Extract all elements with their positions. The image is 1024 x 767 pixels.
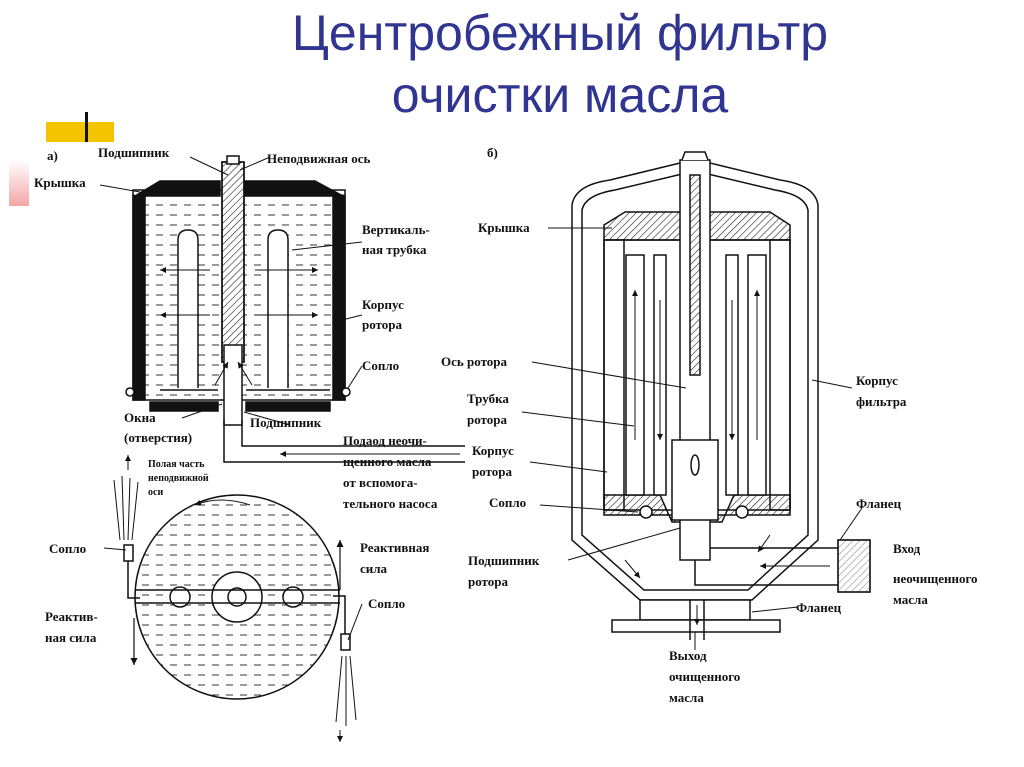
nozzle-a-left xyxy=(125,387,135,397)
label-filter-body-2: фильтра xyxy=(856,394,907,409)
label-reactive-left-1: Реактив- xyxy=(45,609,98,624)
diagram-a xyxy=(113,155,465,742)
label-hollow-1: Полая часть xyxy=(148,459,205,470)
page-title: Центробежный фильтр очистки масла xyxy=(190,2,930,126)
diagram-b xyxy=(571,151,871,640)
label-nozzle-side-a: Сопло xyxy=(362,358,399,373)
nozzle-a-right xyxy=(341,387,351,397)
slide-accent-yellow xyxy=(46,122,114,142)
vertical-tube-right xyxy=(267,229,289,388)
leader-lines xyxy=(99,156,863,650)
label-vertical-tube-1: Вертикаль- xyxy=(362,222,430,237)
label-flange-bottom-b: Фланец xyxy=(796,600,842,615)
label-hollow-3: оси xyxy=(148,487,163,498)
panel-label-b: б) xyxy=(487,145,498,160)
label-hollow-2: неподвижной xyxy=(148,473,209,484)
slide-accent-pink xyxy=(9,160,29,206)
slide-accent-bar xyxy=(85,112,88,142)
label-inlet-2: неочищенного xyxy=(893,571,978,586)
rotor-wall-right xyxy=(332,195,346,401)
label-rotor-bearing-2: ротора xyxy=(468,574,509,589)
label-rotor-axis-b: Ось ротора xyxy=(441,354,508,369)
label-inlet-3: масла xyxy=(893,592,928,607)
label-bearing-bottom-a: Подшипник xyxy=(250,415,322,430)
label-rotor-body-b-2: ротора xyxy=(472,464,513,479)
label-supply-1: Подаод неочи- xyxy=(343,433,427,448)
label-outlet-1: Выход xyxy=(669,648,707,663)
label-rotor-body-a-1: Корпус xyxy=(362,297,404,312)
label-filter-body-1: Корпус xyxy=(856,373,898,388)
label-fixed-axis-a: Неподвижная ось xyxy=(267,151,371,166)
label-reactive-left-2: ная сила xyxy=(45,630,97,645)
label-rotor-body-b-1: Корпус xyxy=(472,443,514,458)
label-inlet-1: Вход xyxy=(893,541,921,556)
hollow-axis-a xyxy=(223,344,243,426)
nozzle-disk-right xyxy=(340,633,351,651)
rotor-base-right xyxy=(245,401,331,412)
label-windows-2: (отверстия) xyxy=(124,430,192,445)
label-nozzle-left-a: Сопло xyxy=(49,541,86,556)
label-flange-top-b: Фланец xyxy=(856,496,902,511)
label-cover-b: Крышка xyxy=(478,220,530,235)
label-bearing-top-a: Подшипник xyxy=(98,145,170,160)
label-windows-1: Окна xyxy=(124,410,156,425)
nozzle-disk-left xyxy=(123,544,134,562)
label-reactive-right-2: сила xyxy=(360,561,388,576)
label-nozzle-right-a: Сопло xyxy=(368,596,405,611)
label-nozzle-b: Сопло xyxy=(489,495,526,510)
nozzle-b-right xyxy=(735,505,749,519)
label-vertical-tube-2: ная трубка xyxy=(362,242,427,257)
label-reactive-right-1: Реактивная xyxy=(360,540,429,555)
flange-bottom-b xyxy=(639,599,751,621)
label-outlet-2: очищенного xyxy=(669,669,740,684)
label-tube-b-1: Трубка xyxy=(467,391,509,406)
label-supply-4: тельного насоса xyxy=(343,496,438,511)
title-line-2: очистки масла xyxy=(391,67,729,123)
label-outlet-3: масла xyxy=(669,690,704,705)
label-cover-a: Крышка xyxy=(34,175,86,190)
rotor-base-left xyxy=(149,401,219,412)
vertical-tube-left xyxy=(177,229,199,388)
label-tube-b-2: ротора xyxy=(467,412,508,427)
title-line-1: Центробежный фильтр xyxy=(291,5,829,61)
panel-label-a: а) xyxy=(47,148,58,163)
rotor-wall-b-right xyxy=(769,239,791,511)
cover-a-right xyxy=(244,180,344,197)
cover-a-left xyxy=(132,180,221,197)
label-rotor-body-a-2: ротора xyxy=(362,317,403,332)
label-rotor-bearing-1: Подшипник xyxy=(468,553,540,568)
label-supply-3: от вспомога- xyxy=(343,475,418,490)
label-supply-2: щенного масла xyxy=(343,454,432,469)
rotor-wall-left xyxy=(132,195,146,401)
nozzle-b-left xyxy=(639,505,653,519)
